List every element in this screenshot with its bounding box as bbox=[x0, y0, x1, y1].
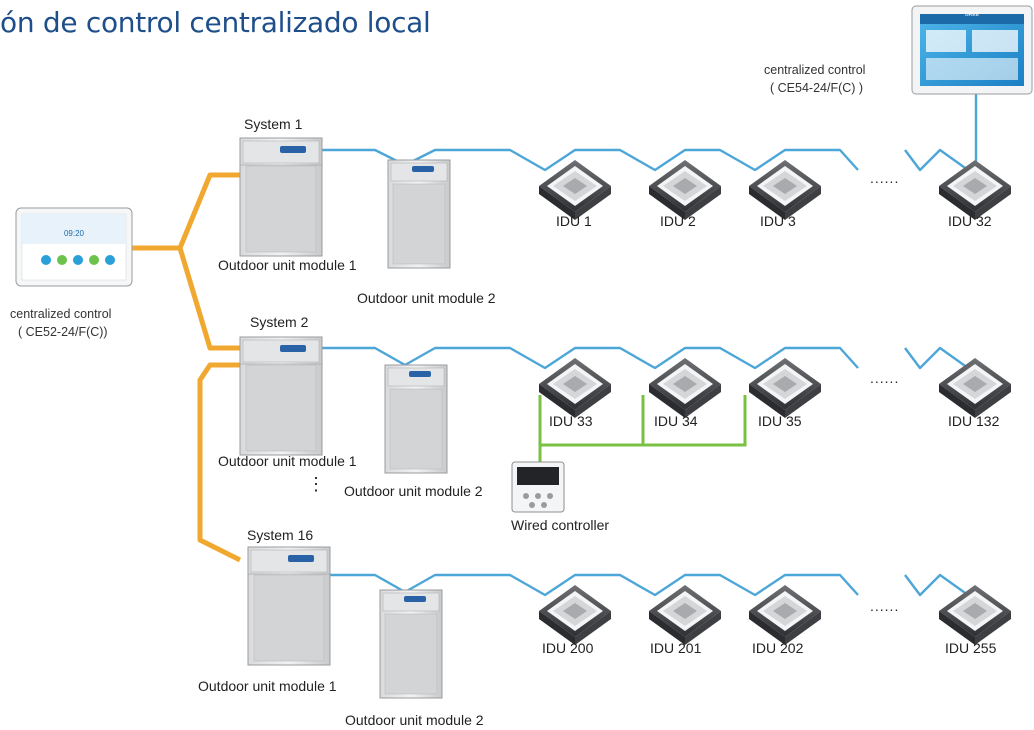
centralized-controller-ce54 bbox=[911, 5, 1033, 95]
idu-33-label: IDU 33 bbox=[549, 413, 593, 429]
idu-1-label: IDU 1 bbox=[556, 213, 592, 229]
ellipsis-row-2: ...... bbox=[870, 370, 900, 386]
ellipsis-row-3: ...... bbox=[870, 598, 900, 614]
idu-3-label: IDU 3 bbox=[760, 213, 796, 229]
centralized-controller-ce52 bbox=[15, 207, 133, 287]
ce54-screen-header: GREE bbox=[965, 12, 980, 18]
idu-2-label: IDU 2 bbox=[660, 213, 696, 229]
ce54-name-label: centralized control bbox=[764, 63, 866, 77]
idu-202-label: IDU 202 bbox=[752, 640, 804, 656]
ce54-model-label: ( CE54-24/F(C) ) bbox=[770, 81, 864, 95]
system-2-outdoor-unit-2 bbox=[384, 364, 448, 474]
idu-row-3 bbox=[539, 585, 1011, 645]
system-2-module-1-label: Outdoor unit module 1 bbox=[218, 453, 357, 469]
system-16-module-2-label: Outdoor unit module 2 bbox=[345, 712, 484, 728]
vertical-ellipsis: ⋮ bbox=[307, 474, 325, 494]
idu-32-label: IDU 32 bbox=[948, 213, 992, 229]
ce52-name-label: centralized control bbox=[10, 307, 112, 321]
system-16-outdoor-unit-2 bbox=[379, 589, 443, 699]
ce52-model-label: ( CE52-24/F(C)) bbox=[18, 325, 108, 339]
idu-35-label: IDU 35 bbox=[758, 413, 802, 429]
system-1-outdoor-unit-2 bbox=[387, 159, 451, 269]
idu-34-label: IDU 34 bbox=[654, 413, 698, 429]
system-16-outdoor-unit-1 bbox=[247, 546, 331, 666]
system-16-module-1-label: Outdoor unit module 1 bbox=[198, 678, 337, 694]
wired-controller-label: Wired controller bbox=[511, 517, 610, 533]
system-2-label: System 2 bbox=[250, 314, 309, 330]
idu-row-1 bbox=[539, 160, 1011, 220]
system-2-module-2-label: Outdoor unit module 2 bbox=[344, 483, 483, 499]
system-1-outdoor-unit-1 bbox=[239, 137, 323, 257]
idu-201-label: IDU 201 bbox=[650, 640, 702, 656]
communication-bus bbox=[130, 172, 242, 563]
ce52-screen-clock: 09:20 bbox=[64, 229, 85, 238]
page-title: ón de control centralizado local bbox=[0, 6, 431, 39]
idu-200-label: IDU 200 bbox=[542, 640, 594, 656]
system-1-module-2-label: Outdoor unit module 2 bbox=[357, 290, 496, 306]
system-2-outdoor-unit-1 bbox=[239, 336, 323, 456]
idu-132-label: IDU 132 bbox=[948, 413, 1000, 429]
system-16-label: System 16 bbox=[247, 527, 314, 543]
idu-row-2 bbox=[539, 358, 1011, 418]
idu-255-label: IDU 255 bbox=[945, 640, 997, 656]
ellipsis-row-1: ...... bbox=[870, 170, 900, 186]
wired-controller-line bbox=[538, 395, 747, 462]
system-1-module-1-label: Outdoor unit module 1 bbox=[218, 257, 357, 273]
wired-controller-device bbox=[511, 461, 565, 513]
system-1-label: System 1 bbox=[244, 116, 303, 132]
